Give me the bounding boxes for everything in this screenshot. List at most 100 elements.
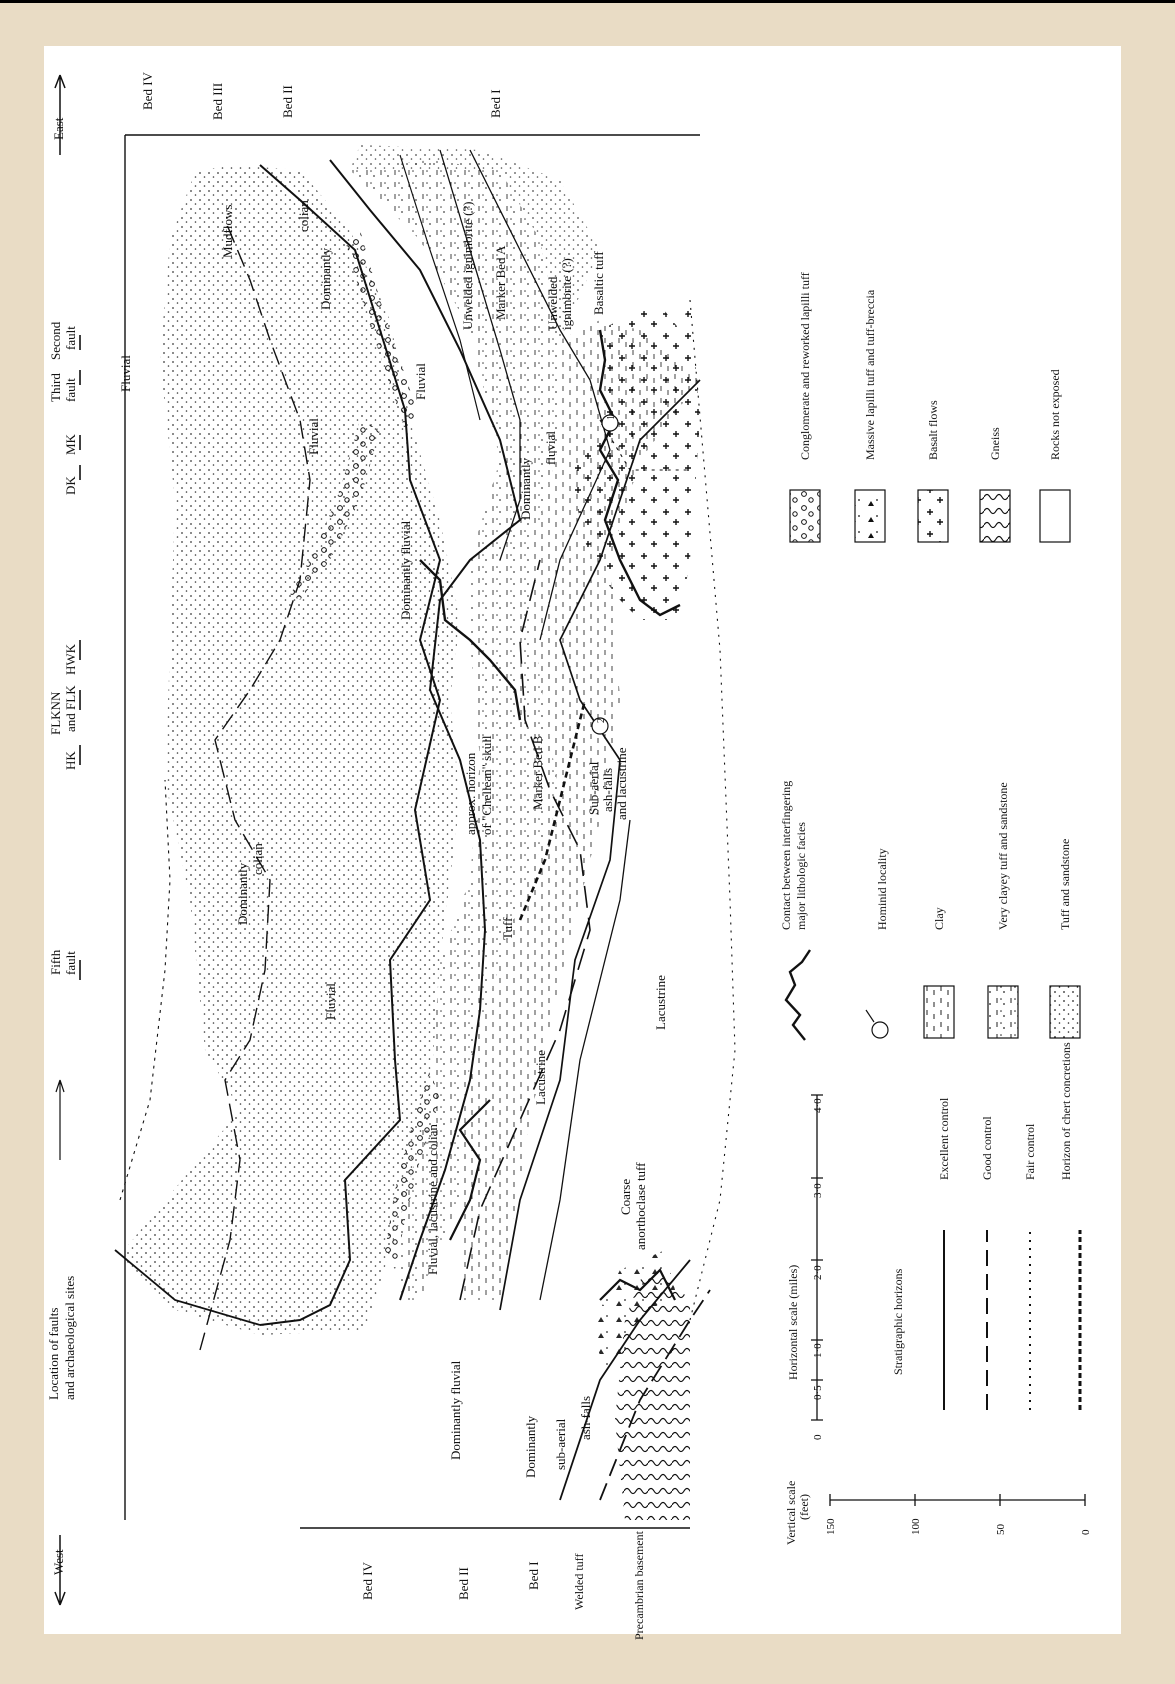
west-bed-label: Welded tuff bbox=[572, 1554, 586, 1610]
facies-label: Dominantly bbox=[518, 457, 533, 520]
hominid-legend-arrow bbox=[866, 1010, 874, 1022]
facies-label: Mudflows bbox=[220, 205, 235, 258]
facies-label: Basaltic tuff bbox=[591, 251, 606, 315]
west-bed-label: Bed IV bbox=[360, 1561, 375, 1600]
strat-legend-item: Excellent control bbox=[937, 1097, 951, 1180]
clayey-tuff-legend-swatch bbox=[988, 986, 1018, 1038]
legend-item: major lithologic facies bbox=[794, 822, 808, 930]
legend-item: Rocks not exposed bbox=[1048, 369, 1062, 460]
facies-label: fluvial bbox=[543, 431, 558, 465]
not-exposed-legend-swatch bbox=[1040, 490, 1070, 542]
fault-label: DK bbox=[63, 476, 78, 495]
facies-label: Lacustrine bbox=[533, 1050, 548, 1105]
facies-label: Dominantly bbox=[235, 862, 250, 925]
horizontal-tick-label: 3·0 bbox=[812, 1183, 824, 1198]
hominid-legend-icon bbox=[872, 1022, 888, 1038]
facies-label: Dominantly bbox=[523, 1415, 538, 1478]
fault-label: and FLK bbox=[63, 685, 78, 732]
facies-label: Unwelded ignimbrite (?) bbox=[460, 201, 475, 330]
facies-label: of "Chellean" skull bbox=[479, 735, 494, 835]
fault-label: Fifth bbox=[48, 949, 63, 975]
fault-label: MK bbox=[63, 433, 78, 455]
facies-label: Dominantly fluvial bbox=[398, 520, 413, 620]
west-bed-label: Bed I bbox=[526, 1561, 541, 1590]
facies-label: Tuff bbox=[500, 917, 515, 940]
horizontal-scale-title: Horizontal scale (miles) bbox=[786, 1265, 800, 1380]
horizontal-scale bbox=[811, 1095, 823, 1420]
fault-label: HK bbox=[63, 751, 78, 770]
facies-label: Fluvial bbox=[323, 983, 338, 1020]
facies-label: approx. horizon bbox=[463, 752, 478, 835]
horizontal-tick-label: 4·0 bbox=[812, 1098, 824, 1113]
strat-legend-lines bbox=[944, 1230, 1080, 1410]
fault-label: Second bbox=[48, 321, 63, 360]
vertical-tick-label: 150 bbox=[825, 1518, 837, 1535]
contact-legend-icon bbox=[786, 950, 810, 1040]
vertical-tick-label: 0 bbox=[1080, 1529, 1092, 1535]
legend-item: Clay bbox=[932, 907, 946, 930]
facies-label: Lacustrine bbox=[653, 975, 668, 1030]
west-bed-label: Precambrian basement bbox=[632, 1530, 646, 1640]
east-bed-label: Bed III bbox=[210, 83, 225, 120]
west-bed-label: Bed II bbox=[456, 1567, 471, 1600]
lapilli-legend-swatch bbox=[855, 490, 885, 542]
horizontal-tick-label: 1·0 bbox=[812, 1343, 824, 1358]
facies-label: sub-aerial bbox=[553, 1418, 568, 1470]
legend-item: Conglomerate and reworked lapilli tuff bbox=[798, 272, 812, 460]
facies-label: colian bbox=[296, 200, 311, 232]
fault-label: fault bbox=[63, 951, 78, 975]
legend-item: Very clayey tuff and sandstone bbox=[996, 782, 1010, 930]
facies-label: ignimbrite (?) bbox=[559, 258, 574, 330]
hominid-number: 2 bbox=[596, 718, 607, 723]
legend-item: Massive lapilli tuff and tuff-breccia bbox=[863, 289, 877, 460]
strat-legend-title: Stratigraphic horizons bbox=[891, 1268, 905, 1375]
strat-legend-item: Horizon of chert concretions bbox=[1059, 1042, 1073, 1180]
legend-item: Basalt flows bbox=[926, 400, 940, 460]
basalt-legend-swatch bbox=[918, 490, 948, 542]
facies-label: Coarse bbox=[618, 1179, 633, 1215]
facies-label: Sub-aerial bbox=[586, 761, 601, 815]
facies-label: ash-falls bbox=[578, 1396, 593, 1440]
facies-label: anorthoclase tuff bbox=[633, 1162, 648, 1250]
east-label: East bbox=[51, 117, 66, 140]
east-bed-label: Bed II bbox=[280, 85, 295, 118]
facies-label: Fluvial bbox=[413, 363, 428, 400]
facies-label: Dominantly fluvial bbox=[448, 1360, 463, 1460]
vertical-tick-label: 100 bbox=[910, 1518, 922, 1535]
west-label: West bbox=[51, 1549, 66, 1575]
legend-item: Tuff and sandstone bbox=[1058, 839, 1072, 930]
facies-label: Unwelded bbox=[545, 276, 560, 330]
facies-label: Dominantly bbox=[318, 247, 333, 310]
horizontal-tick-label: 2·0 bbox=[812, 1265, 824, 1280]
fault-label: HWK bbox=[63, 643, 78, 675]
sites-arrow bbox=[56, 1080, 64, 1160]
fault-label: fault bbox=[63, 326, 78, 350]
sites-label: and archaeological sites bbox=[62, 1276, 77, 1400]
facies-label: Marker Bed B bbox=[530, 735, 545, 810]
fault-label: Third bbox=[48, 373, 63, 402]
tuff-sandstone-legend-swatch bbox=[1050, 986, 1080, 1038]
fault-label: fault bbox=[63, 378, 78, 402]
east-bed-label: Bed I bbox=[488, 89, 503, 118]
facies-label: Fluvial bbox=[118, 355, 133, 392]
legend-item: Hominid locality bbox=[875, 848, 889, 930]
conglomerate-legend-swatch bbox=[790, 490, 820, 542]
fault-label: FLKNN bbox=[48, 691, 63, 735]
facies-label: ash-falls bbox=[600, 768, 615, 812]
clay-legend-swatch bbox=[924, 986, 954, 1038]
facies-label: Marker Bed A bbox=[493, 245, 508, 320]
horizontal-tick-label: 0 bbox=[812, 1434, 824, 1440]
facies-label: colian bbox=[250, 843, 265, 875]
vertical-scale bbox=[830, 1494, 1085, 1506]
vertical-scale-title: Vertical scale bbox=[784, 1481, 798, 1545]
horizontal-tick-label: 0·5 bbox=[812, 1385, 824, 1400]
gneiss-legend-swatch bbox=[980, 490, 1010, 542]
legend-item: Contact between interfingering bbox=[779, 781, 793, 930]
sites-label: Location of faults bbox=[46, 1308, 61, 1400]
legend-item: Gneiss bbox=[988, 427, 1002, 460]
facies-label: and lacustrine bbox=[614, 747, 629, 820]
facies-label: Fluvial, lacustrine and colian bbox=[425, 1124, 440, 1275]
hominid-number: 1 bbox=[606, 415, 617, 420]
strat-legend-item: Good control bbox=[980, 1116, 994, 1180]
